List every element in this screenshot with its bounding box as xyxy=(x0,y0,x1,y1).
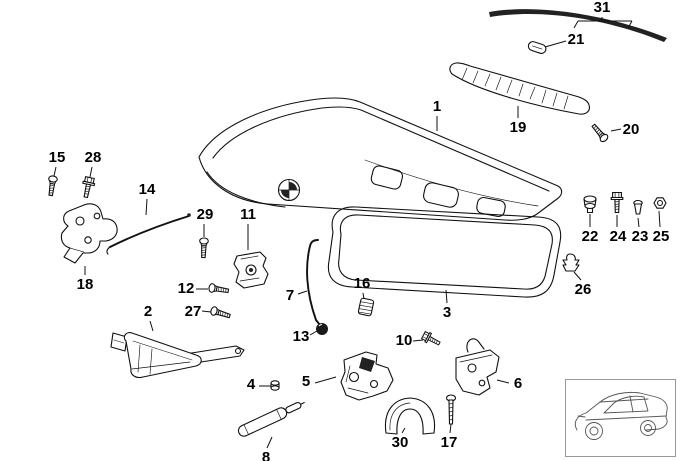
part-label-22[interactable]: 22 xyxy=(581,228,599,245)
part-label-26[interactable]: 26 xyxy=(574,281,592,298)
part-16-bushing-drawing xyxy=(357,297,375,317)
part-label-17[interactable]: 17 xyxy=(440,434,458,451)
part-2-gasket-drawing xyxy=(110,332,245,379)
part-30-cover-drawing xyxy=(384,397,436,435)
part-label-16[interactable]: 16 xyxy=(353,275,371,292)
part-11-latch-drawing xyxy=(233,251,269,289)
part-label-24[interactable]: 24 xyxy=(609,228,627,245)
part-13-grommet-drawing xyxy=(316,323,328,335)
part-1-trunk-lid-drawing xyxy=(198,97,563,221)
part-label-23[interactable]: 23 xyxy=(631,228,649,245)
part-28-bolt-drawing xyxy=(79,175,97,199)
part-label-21[interactable]: 21 xyxy=(567,31,585,48)
part-24-bolt-drawing xyxy=(610,191,624,214)
part-label-14[interactable]: 14 xyxy=(138,181,156,198)
part-17-bolt-drawing xyxy=(445,394,457,425)
part-7-rod-drawing xyxy=(306,239,321,326)
roundel-icon xyxy=(277,178,301,202)
part-31-trim-strip-drawing xyxy=(489,9,667,42)
part-26-clip-drawing xyxy=(562,253,580,272)
part-5-lock-drawing xyxy=(340,351,394,401)
part-label-19[interactable]: 19 xyxy=(509,119,527,136)
part-21-clip-drawing xyxy=(527,41,547,54)
vehicle-thumbnail xyxy=(565,379,676,457)
leader-lines xyxy=(53,17,661,449)
part-6-striker-drawing xyxy=(455,338,500,396)
part-label-13[interactable]: 13 xyxy=(292,328,310,345)
part-label-29[interactable]: 29 xyxy=(196,206,214,223)
part-3-seal-drawing xyxy=(327,206,562,298)
vehicle-drawing xyxy=(574,391,668,440)
part-10-bolt-drawing xyxy=(420,329,443,349)
part-label-3[interactable]: 3 xyxy=(442,304,452,321)
part-label-4[interactable]: 4 xyxy=(246,376,256,393)
part-8-gas-strut-drawing xyxy=(237,401,305,437)
part-label-25[interactable]: 25 xyxy=(652,228,670,245)
part-12-screw-drawing xyxy=(207,282,230,296)
part-label-2[interactable]: 2 xyxy=(143,303,153,320)
part-27-screw-drawing xyxy=(209,305,232,321)
part-29-screw-drawing xyxy=(198,237,209,259)
part-label-30[interactable]: 30 xyxy=(391,434,409,451)
part-label-1[interactable]: 1 xyxy=(432,98,442,115)
part-label-31[interactable]: 31 xyxy=(593,0,611,16)
part-label-11[interactable]: 11 xyxy=(240,206,256,223)
part-14-rod-drawing xyxy=(106,213,191,255)
part-label-15[interactable]: 15 xyxy=(48,149,66,166)
part-label-8[interactable]: 8 xyxy=(261,449,271,461)
part-label-6[interactable]: 6 xyxy=(513,375,523,392)
part-label-12[interactable]: 12 xyxy=(177,280,195,297)
part-label-7[interactable]: 7 xyxy=(285,287,295,304)
part-20-screw-drawing xyxy=(589,122,610,144)
part-23-rivet-drawing xyxy=(633,199,643,215)
part-label-28[interactable]: 28 xyxy=(84,149,102,166)
part-25-nut-drawing xyxy=(653,197,667,209)
part-label-27[interactable]: 27 xyxy=(184,303,202,320)
part-label-20[interactable]: 20 xyxy=(622,121,640,138)
part-label-18[interactable]: 18 xyxy=(76,276,94,293)
part-4-spacer-drawing xyxy=(270,380,280,391)
part-19-spoiler-drawing xyxy=(449,62,590,115)
part-label-10[interactable]: 10 xyxy=(395,332,413,349)
part-18-hinge-drawing xyxy=(60,203,118,264)
part-22-grommet-drawing xyxy=(583,195,597,214)
part-label-5[interactable]: 5 xyxy=(301,373,311,390)
part-15-screw-drawing xyxy=(45,174,59,197)
